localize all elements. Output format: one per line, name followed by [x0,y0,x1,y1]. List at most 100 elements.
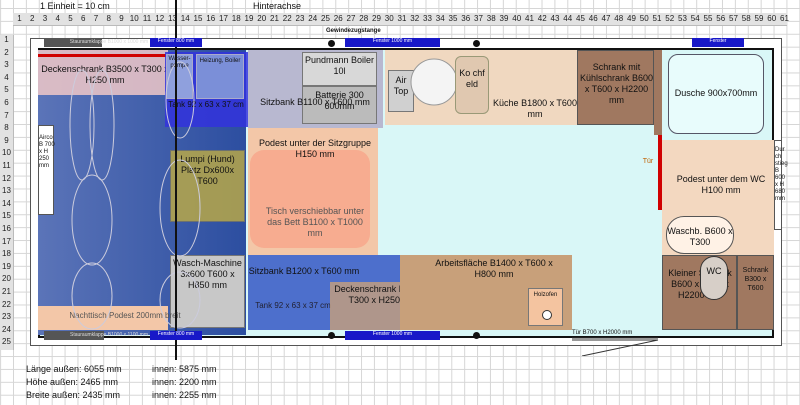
ruler-col-11: 11 [142,14,152,23]
dusche-label: Dusche 900x700mm [674,88,758,98]
ruler-col-45: 45 [576,14,585,23]
ruler-col-39: 39 [499,14,509,23]
schrank-kuehl-label: Schrank mit Kühlschrank B600 x T600 x H2… [579,62,654,105]
tuer-bottom-label: Tür B700 x H2000 mm [572,330,633,336]
schrank-kuehl-box [577,50,654,125]
ruler-col-41: 41 [525,14,534,23]
tuer-label: Tür [642,158,654,165]
ruler-col-54: 54 [690,14,700,23]
ruler-col-40: 40 [512,14,522,23]
window-bottom-mid: Fenster 1000 mm [345,331,440,340]
ruler-row-16: 16 [2,224,11,233]
rear-axle-label: Hinterachse [253,1,302,11]
heizung-box [196,54,244,99]
nachttisch-box [38,306,168,330]
ruler-row-15: 15 [2,211,11,221]
ruler-col-36: 36 [461,14,471,23]
ruler-col-12: 12 [155,14,165,23]
lumpi-label: Lumpi (Hund) Platz Dx600x T600 [180,154,235,186]
ruler-row-8: 8 [4,123,9,133]
durchstieg-box [774,140,782,230]
ruler-row-11: 11 [2,161,11,170]
ruler-col-5: 5 [68,14,73,23]
ruler-col-30: 30 [384,14,394,23]
ruler-row-10: 10 [2,148,11,158]
window-bottom-left: Fenster 800 mm [150,331,202,340]
ruler-col-21: 21 [270,14,279,23]
pundmann-label: Pundmann Boiler 10l [304,55,375,76]
ruler-col-13: 13 [168,14,177,23]
ruler-col-1: 1 [17,14,22,23]
ruler-col-43: 43 [550,14,560,23]
ruler-col-24: 24 [308,14,318,23]
tuer-line [658,135,662,210]
window-top-left: Fenster 800 mm [150,38,202,47]
ruler-col-46: 46 [588,14,598,23]
tisch-box [250,150,370,248]
ruler-col-27: 27 [346,14,356,23]
ruler-col-29: 29 [372,14,381,23]
wasserpumpe-box [166,54,193,99]
threaded-rod-label: Gewindezugstange [326,28,381,34]
breite-innen-label: innen: 2255 mm [152,390,217,400]
ruler-row-17: 17 [2,236,11,246]
ruler-col-44: 44 [563,14,573,23]
ruler-col-52: 52 [665,14,675,23]
red-strip-left [38,54,168,57]
stauraum-bottom-label: Stauraumklappe B1000 x 1100 mm [69,332,148,338]
ruler-row-13: 13 [2,186,11,196]
nachttisch-label: Nachttisch Podest 200mm breit [69,311,181,320]
tank-bottom-label: Tank 92 x 63 x 37 cm [255,301,331,310]
scale-label: 1 Einheit = 10 cm [40,1,110,11]
waschb-oval [666,216,734,254]
pundmann-box [302,52,377,86]
durchstieg-label: Dur ch stieg B 600 x H 680 mm [775,147,788,202]
ruler-col-25: 25 [321,14,330,23]
ruler-col-35: 35 [448,14,458,23]
ruler-col-57: 57 [729,14,738,23]
sink-circle [410,58,458,106]
pillow-7 [159,271,201,329]
ruler-col-3: 3 [42,14,48,23]
tank-top-label: Tank 92 x 63 x 37 cm [168,100,244,109]
ruler-row-12: 12 [2,173,11,183]
door-swing-line [581,339,659,356]
ruler-col-60: 60 [767,14,777,23]
wc-oval [700,256,728,300]
sink-svg [410,58,458,106]
ruler-row-1: 1 [4,35,9,44]
dusche-box [668,54,764,134]
laenge-label: Länge außen: 6055 mm [26,364,122,374]
airtop-box [388,70,414,112]
ruler-col-20: 20 [257,14,267,23]
ruler-col-50: 50 [639,14,649,23]
ruler-col-58: 58 [741,14,751,23]
ruler-col-51: 51 [652,14,662,23]
rod-dot-2 [473,40,480,47]
ruler-row-4: 4 [4,72,9,82]
hoehe-label: Höhe außen: 2465 mm [26,377,119,387]
ruler-col-34: 34 [435,14,445,23]
rod-dot-3 [328,332,335,339]
ruler-col-17: 17 [219,14,228,23]
ruler-col-55: 55 [703,14,713,23]
waschmaschine-box [170,255,245,328]
kueche-label: Küche B1800 x T600 mm [493,98,577,119]
podest-sitz-label: Podest unter der Sitzgruppe H150 mm [258,138,372,159]
ruler-col-26: 26 [333,14,343,23]
rear-axle-line [175,0,177,360]
hoehe-innen-label: innen: 2200 mm [152,377,217,387]
sitzbank-top-label: Sitzbank B1100 x T600 mm [260,97,370,107]
ruler-col-10: 10 [129,14,139,23]
podest-wc-label: Podest unter dem WC H100 mm [676,174,766,195]
ruler-col-15: 15 [193,14,203,23]
ruler-row-14: 14 [2,198,11,208]
stauraum-top-bar [44,38,102,47]
ruler-col-16: 16 [206,14,216,23]
pillow-4 [71,262,113,330]
airco-label: Airco B 700 x H 250 mm [39,135,55,169]
arbeitsflaeche-label: Arbeitsfläche B1400 x T600 x H800 mm [435,258,553,279]
ruler-col-4: 4 [55,14,60,23]
ruler-col-38: 38 [486,14,496,23]
